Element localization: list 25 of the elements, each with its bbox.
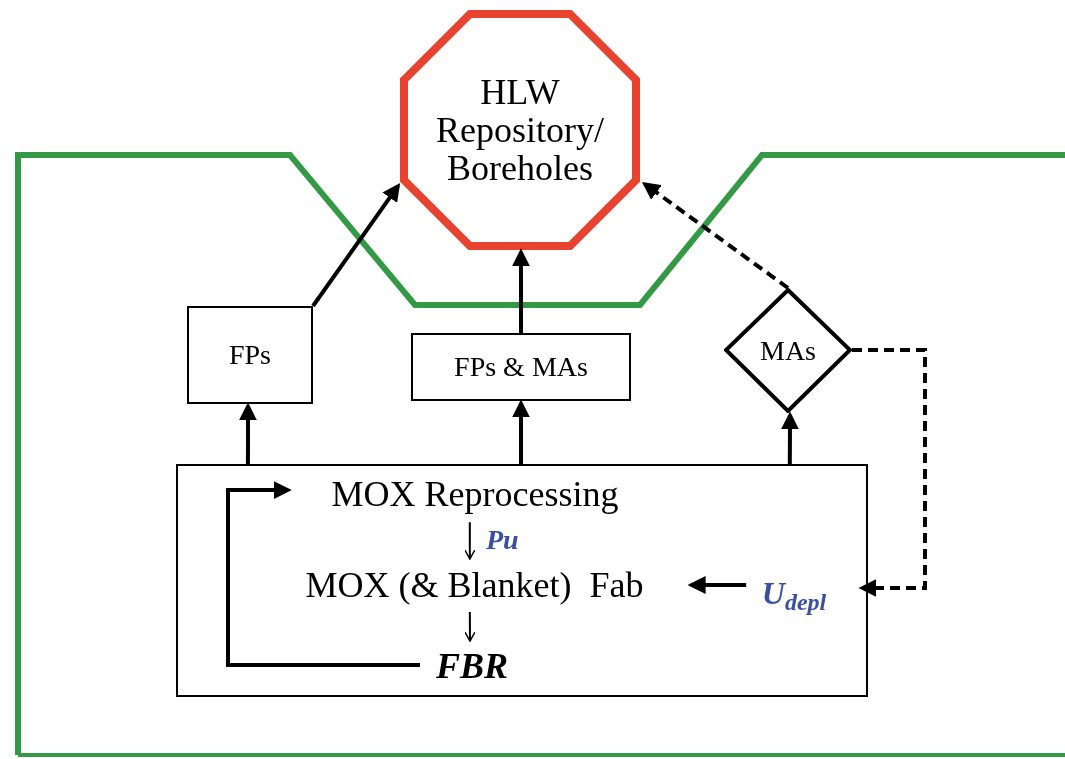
node-text: FBR	[435, 645, 508, 688]
arrow	[464, 611, 476, 642]
arrow	[239, 402, 257, 464]
arrow	[512, 399, 530, 464]
node-text: MOX (& Blanket) Fab	[305, 564, 644, 607]
arrow	[852, 348, 927, 597]
arrow	[311, 183, 401, 308]
process-box	[411, 333, 631, 401]
process-box	[176, 464, 868, 697]
node-text: MAs	[760, 333, 816, 368]
arrow	[781, 411, 799, 464]
decision-diamond	[724, 288, 852, 413]
arrow	[641, 181, 790, 290]
node-text: MOX Reprocessing	[331, 473, 619, 516]
edge-label: Pu	[486, 526, 519, 554]
repository-octagon	[400, 10, 640, 250]
arrow	[687, 576, 747, 594]
node-text: FPs	[228, 338, 271, 372]
node-text: FPs & MAs	[454, 350, 588, 384]
arrow	[464, 521, 476, 560]
node-text: U$_{depl}$	[761, 574, 827, 617]
arrow	[226, 481, 420, 668]
arrow	[511, 248, 530, 333]
process-box	[187, 306, 313, 404]
node-text: HLW Repository/ Boreholes	[435, 73, 605, 187]
